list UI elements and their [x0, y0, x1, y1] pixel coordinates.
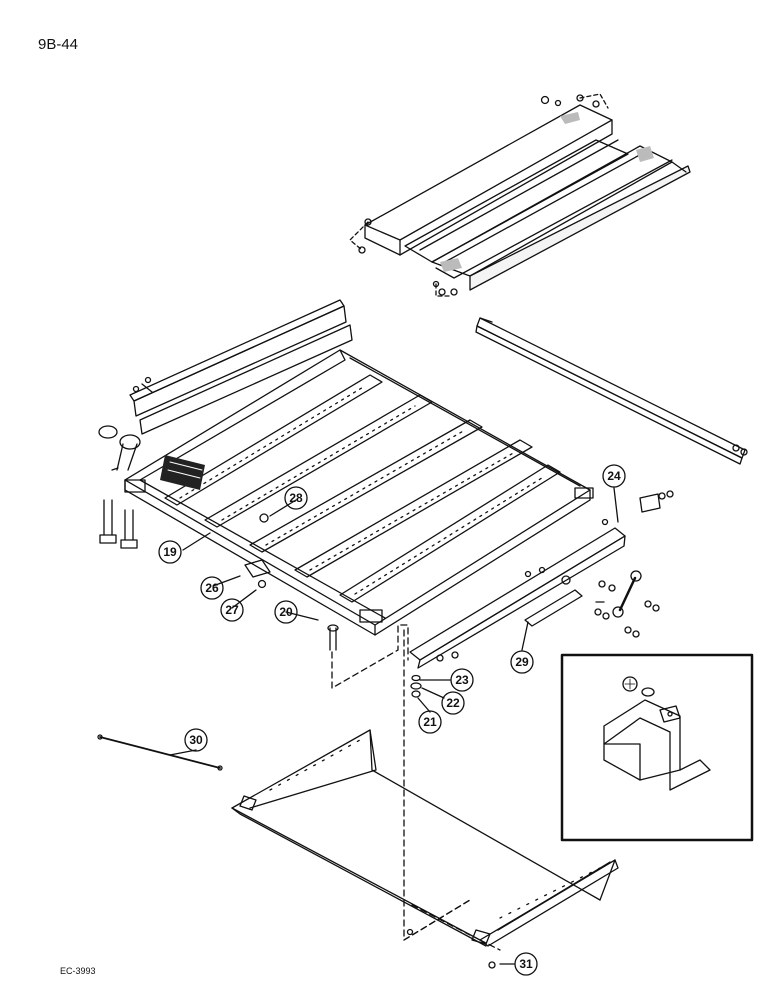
figure-code: EC-3993 [60, 966, 96, 976]
main-frame [124, 349, 594, 636]
svg-text:20: 20 [279, 605, 293, 619]
svg-text:31: 31 [519, 957, 533, 971]
callout-leaders [169, 487, 619, 965]
assembly-lines [331, 624, 501, 951]
callout-29: 29 [510, 650, 534, 674]
callout-20: 20 [274, 600, 298, 624]
rod [97, 734, 223, 771]
upper-sieve-assembly [349, 93, 691, 297]
side-rail-and-links [409, 490, 674, 669]
frame-hardware [98, 425, 141, 549]
svg-text:26: 26 [205, 581, 219, 595]
side-angle-bar [475, 317, 748, 465]
inset-detail [560, 653, 754, 842]
svg-text:27: 27 [225, 603, 239, 617]
svg-text:22: 22 [446, 696, 460, 710]
svg-text:30: 30 [189, 733, 203, 747]
svg-text:19: 19 [163, 545, 177, 559]
callout-28: 28 [284, 486, 308, 510]
svg-text:23: 23 [455, 673, 469, 687]
bottom-pan [231, 729, 619, 969]
callout-24: 24 [602, 464, 626, 488]
front-strip-assembly [129, 299, 353, 435]
callout-19: 19 [158, 540, 182, 564]
callout-27: 27 [220, 598, 244, 622]
page-number: 9B-44 [38, 36, 79, 53]
callout-26: 26 [200, 576, 224, 600]
callout-23: 23 [450, 668, 474, 692]
svg-text:21: 21 [423, 715, 437, 729]
svg-text:24: 24 [607, 469, 621, 483]
callout-31: 31 [514, 952, 538, 976]
callout-30: 30 [184, 728, 208, 752]
svg-text:29: 29 [515, 655, 529, 669]
callout-21: 21 [418, 710, 442, 734]
small-parts [244, 513, 339, 651]
svg-text:28: 28 [289, 491, 303, 505]
callout-22: 22 [441, 691, 465, 715]
fastener-stack [410, 674, 422, 698]
